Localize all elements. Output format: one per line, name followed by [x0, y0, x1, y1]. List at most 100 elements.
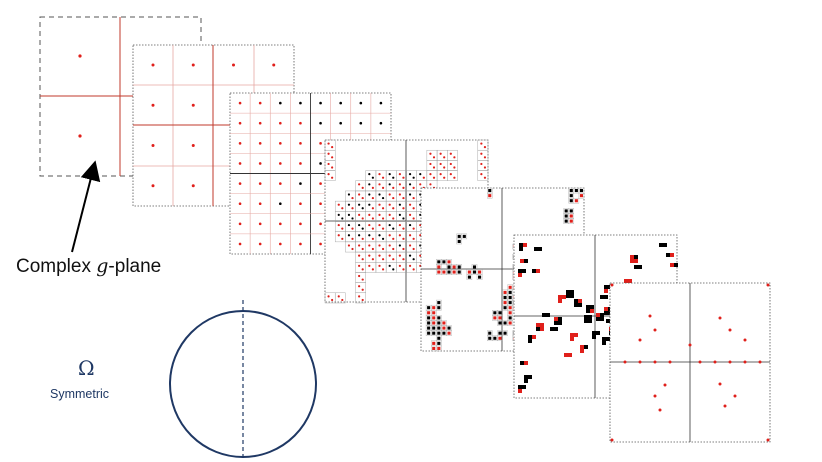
point	[427, 321, 431, 325]
point	[358, 213, 361, 216]
point	[238, 162, 242, 165]
point	[388, 234, 391, 237]
point	[592, 331, 596, 335]
point	[432, 331, 436, 335]
point	[488, 331, 492, 335]
point	[439, 173, 442, 176]
point	[368, 264, 371, 267]
point	[566, 290, 570, 294]
point	[584, 315, 588, 319]
point	[358, 264, 361, 267]
point	[402, 186, 405, 189]
point	[402, 268, 405, 271]
point	[419, 254, 422, 257]
point	[299, 182, 302, 185]
point	[412, 227, 415, 230]
point	[388, 173, 391, 176]
cell	[446, 330, 452, 336]
point	[351, 196, 354, 200]
point	[432, 321, 436, 325]
point	[371, 227, 374, 230]
point	[606, 337, 610, 341]
point	[337, 203, 340, 206]
point	[392, 207, 395, 210]
point	[412, 268, 415, 271]
point	[191, 103, 195, 107]
point	[429, 183, 432, 186]
point	[402, 217, 405, 220]
point	[432, 311, 436, 315]
point	[467, 275, 471, 279]
point	[443, 156, 446, 159]
point	[630, 255, 634, 259]
point	[412, 217, 415, 220]
point	[358, 193, 361, 196]
point	[378, 193, 381, 196]
point	[341, 217, 344, 220]
point	[299, 242, 302, 246]
point	[361, 268, 364, 271]
point	[439, 162, 442, 166]
point	[518, 269, 522, 273]
point	[570, 294, 574, 298]
point	[666, 253, 670, 257]
point	[472, 270, 477, 274]
point	[381, 196, 385, 200]
pointer-arrow	[71, 160, 101, 253]
point	[379, 101, 383, 105]
point	[528, 335, 532, 339]
point	[550, 327, 554, 331]
point	[437, 321, 441, 325]
point	[503, 290, 507, 294]
point	[327, 142, 330, 145]
point	[408, 223, 412, 227]
point	[361, 186, 364, 189]
point	[520, 259, 524, 263]
point	[358, 183, 361, 186]
point	[347, 223, 351, 227]
point	[412, 186, 415, 189]
point	[238, 202, 242, 205]
point	[554, 321, 558, 325]
point	[339, 121, 342, 125]
point	[443, 176, 446, 179]
point	[569, 209, 573, 213]
point	[524, 259, 528, 263]
point	[331, 176, 334, 179]
point	[432, 341, 436, 345]
point	[427, 306, 431, 310]
point	[432, 156, 436, 159]
point	[518, 389, 522, 393]
point	[498, 336, 502, 340]
point	[604, 289, 608, 293]
point	[358, 285, 361, 288]
point	[412, 258, 415, 261]
point	[419, 203, 422, 206]
point	[653, 394, 657, 398]
point	[658, 408, 662, 412]
point	[574, 299, 578, 303]
point	[442, 260, 446, 264]
point	[191, 63, 195, 67]
point	[536, 327, 540, 331]
point	[503, 331, 507, 335]
point	[299, 162, 302, 165]
point	[493, 316, 497, 320]
point	[371, 268, 374, 271]
point	[358, 244, 361, 247]
point	[480, 152, 483, 155]
point	[331, 166, 334, 169]
point	[351, 237, 354, 240]
cell	[436, 304, 442, 311]
point	[600, 295, 604, 299]
point	[558, 317, 562, 321]
point	[347, 203, 351, 206]
point	[437, 341, 441, 345]
point	[319, 182, 322, 185]
point	[508, 301, 512, 305]
point	[381, 217, 385, 220]
point	[528, 375, 532, 379]
point	[361, 227, 364, 230]
point	[568, 353, 572, 357]
point	[520, 361, 524, 365]
